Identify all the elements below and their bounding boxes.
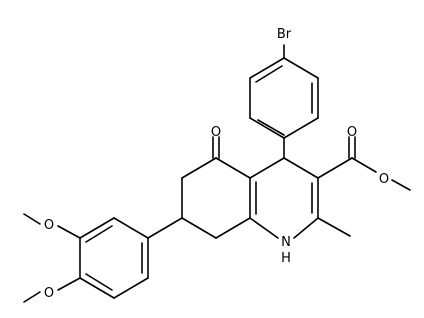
ketone-oxygen-label: O — [211, 125, 221, 140]
bromine-label: Br — [277, 27, 292, 42]
ketone-group — [212, 136, 220, 159]
cyclohexenone-ring — [181, 157, 251, 239]
methoxy-groups — [23, 213, 81, 303]
methoxy-oxygen-label: O — [44, 218, 54, 233]
dihydropyridine-ring — [249, 137, 319, 239]
dimethoxyphenyl-ring — [79, 217, 183, 299]
methyl-ester-group — [317, 136, 411, 191]
bromophenyl-ring — [249, 44, 319, 139]
ester-ether-oxygen-label: O — [379, 172, 389, 187]
amine-h-label: H — [281, 251, 291, 266]
c2-methyl-bond — [317, 217, 351, 237]
ester-carbonyl-oxygen-label: O — [347, 125, 357, 140]
amine-n-label: N — [281, 235, 291, 250]
methoxy-oxygen-label: O — [44, 286, 54, 301]
